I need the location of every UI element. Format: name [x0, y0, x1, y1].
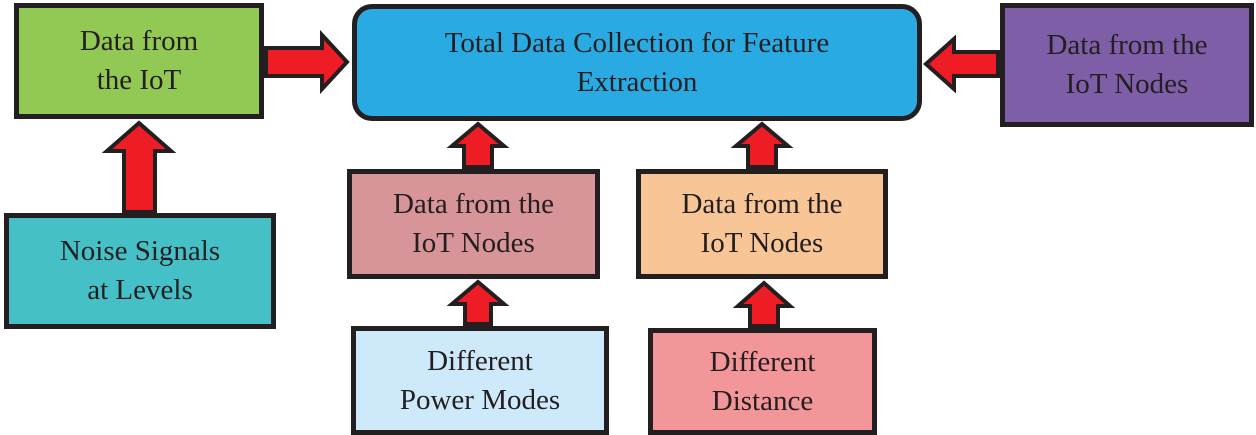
total-data-collection-label: Total Data Collection for Feature Extrac…	[444, 26, 830, 98]
iot-nodes-right-label: Data from the IoT Nodes	[1046, 29, 1208, 100]
arrow-distance-to-nodes	[732, 280, 796, 328]
iot-data-box: Data from the IoT	[14, 3, 264, 119]
arrow-iot-nodes-right-to-total	[922, 34, 1000, 94]
iot-nodes-box-distance: Data from the IoT Nodes	[636, 169, 888, 279]
power-modes-label: Different Power Modes	[399, 344, 561, 416]
noise-signals-box: Noise Signals at Levels	[4, 213, 276, 329]
arrow-noise-to-iot-data	[101, 120, 177, 214]
arrow-iot-data-to-total	[264, 29, 350, 95]
arrow-distance-nodes-to-total	[730, 121, 794, 169]
total-data-collection-box: Total Data Collection for Feature Extrac…	[352, 4, 922, 121]
arrow-power-modes-to-nodes	[446, 279, 510, 326]
iot-data-label: Data from the IoT	[79, 25, 199, 96]
iot-nodes-distance-label: Data from the IoT Nodes	[681, 188, 843, 259]
noise-signals-label: Noise Signals at Levels	[59, 235, 221, 306]
iot-nodes-box-power: Data from the IoT Nodes	[347, 169, 600, 279]
different-distance-label: Different Distance	[709, 345, 816, 417]
iot-nodes-box-right: Data from the IoT Nodes	[1000, 3, 1254, 127]
different-distance-box: Different Distance	[648, 328, 877, 435]
iot-nodes-power-label: Data from the IoT Nodes	[392, 188, 555, 259]
power-modes-box: Different Power Modes	[351, 326, 609, 435]
arrow-power-nodes-to-total	[446, 121, 510, 169]
